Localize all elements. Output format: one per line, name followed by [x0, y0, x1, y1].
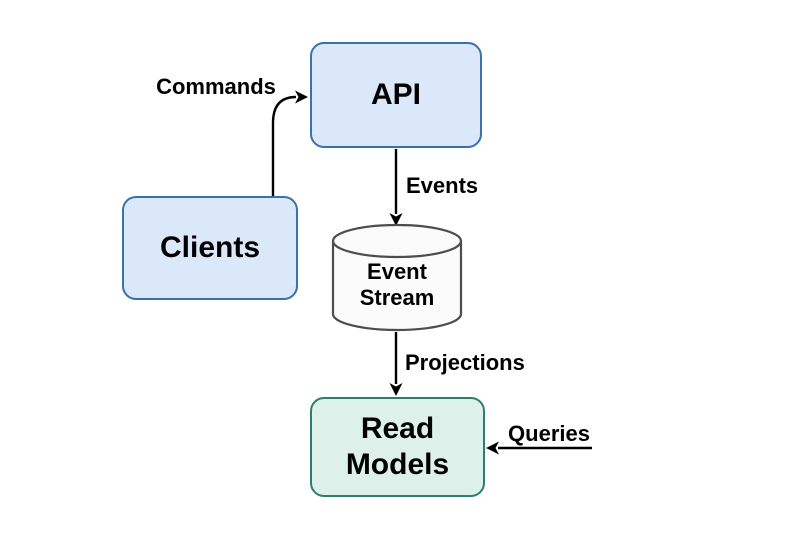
- node-event-stream-label: Event Stream: [331, 259, 463, 311]
- node-read-models: Read Models: [310, 397, 485, 497]
- commands-arrowhead: [295, 90, 308, 104]
- event-stream-label-line1: Event: [367, 259, 427, 284]
- node-event-stream: Event Stream: [331, 223, 463, 333]
- cylinder-top: [331, 223, 463, 259]
- read-models-label-line1: Read: [360, 412, 435, 445]
- edge-label-commands: Commands: [156, 74, 276, 99]
- edge-label-projections: Projections: [405, 350, 525, 375]
- node-clients-label: Clients: [159, 231, 261, 264]
- edge-label-events: Events: [406, 173, 479, 198]
- event-stream-label-line2: Stream: [359, 285, 435, 310]
- node-clients: Clients: [122, 196, 298, 300]
- commands-arrow: [271, 95, 297, 196]
- edge-label-queries: Queries: [508, 421, 590, 446]
- node-api: API: [310, 42, 482, 148]
- cylinder-body: [331, 241, 463, 332]
- node-api-label: API: [370, 78, 421, 111]
- node-read-models-label: Read Models: [346, 411, 449, 483]
- cylinder-shape: [331, 223, 463, 332]
- read-models-label-line2: Models: [345, 448, 450, 481]
- projections-arrowhead: [389, 383, 403, 396]
- queries-arrowhead: [486, 441, 499, 455]
